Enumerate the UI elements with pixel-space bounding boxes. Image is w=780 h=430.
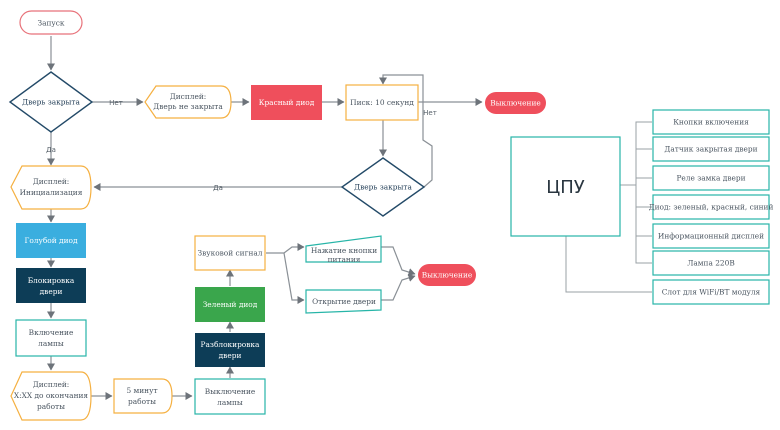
start-node: Запуск: [19, 10, 83, 35]
edge-door-to-shutdown: [381, 274, 416, 301]
edge-button-to-shutdown: [381, 246, 416, 276]
beep-label: Писк: 10 секунд: [350, 98, 414, 107]
press-button-node: Нажатие кнопки питания: [305, 235, 382, 264]
connectors: [47, 36, 483, 400]
door-unlock-line2: двери: [219, 351, 242, 360]
lamp-on-line2: лампы: [38, 339, 64, 348]
edge-label-no-2: Нет: [423, 109, 437, 117]
green-diode-node: Зеленый диод: [195, 287, 265, 322]
door-unlock-node: Разблокировка двери: [195, 333, 265, 367]
edge-sound-to-door: [283, 252, 305, 304]
edge-sound-to-button: [266, 243, 305, 254]
cpu-item-1-label: Датчик закрытая двери: [664, 145, 757, 154]
cpu-item-6: Слот для WiFi/BT модуля: [652, 279, 770, 305]
press-button-line1: Нажатие кнопки: [311, 246, 377, 255]
shutdown-2-node: Выключение: [418, 264, 476, 286]
door-opening-label: Открытие двери: [312, 297, 376, 306]
shutdown-1-node: Выключение: [485, 92, 546, 114]
edge-label-no-1: Нет: [109, 99, 123, 107]
cpu-edge-6: [565, 236, 652, 293]
five-min-line1: 5 минут: [126, 386, 157, 395]
sound-label: Звуковой сигнал: [197, 249, 262, 258]
door-opening-node: Открытие двери: [305, 289, 382, 314]
display-init-line1: Дисплей:: [33, 177, 69, 186]
display-init: Дисплей: Инициализация: [10, 165, 92, 210]
cpu-item-2-label: Реле замка двери: [676, 174, 745, 183]
display-door-open-line1: Дисплей:: [170, 92, 206, 101]
cpu-edge-0: [620, 121, 652, 186]
shutdown-1-label: Выключение: [490, 99, 541, 108]
red-diode-label: Красный диод: [259, 98, 315, 107]
press-button-line2: питания: [328, 255, 361, 264]
display-remaining-line1: Дисплей:: [33, 380, 69, 389]
cpu-item-5: Лампа 220В: [652, 250, 770, 276]
red-diode-node: Красный диод: [251, 85, 322, 120]
cpu-item-6-label: Слот для WiFi/BT модуля: [662, 288, 761, 297]
cpu-item-0: Кнопки включения: [652, 109, 770, 135]
decision-door-closed-2-label: Дверь закрыта: [354, 183, 412, 192]
five-min-node: 5 минут работы: [113, 378, 173, 414]
edge-door2-no-loop: [379, 74, 433, 188]
sound-node: Звуковой сигнал: [194, 235, 266, 271]
door-unlock-line1: Разблокировка: [201, 340, 261, 349]
cpu-item-2: Реле замка двери: [652, 165, 770, 191]
cpu-block: ЦПУ: [510, 136, 621, 237]
edge-label-yes-2: Да: [213, 184, 223, 192]
door-lock-node: Блокировка двери: [16, 268, 86, 303]
decision-door-closed-1: Дверь закрыта: [8, 71, 94, 133]
blue-diode-node: Голубой диод: [16, 223, 86, 258]
display-remaining: Дисплей: X:XX до окончания работы: [10, 371, 92, 421]
cpu-item-3: Диод: зеленый, красный, синий: [649, 194, 774, 220]
edge-label-yes-1: Да: [46, 146, 56, 154]
lamp-off-line1: Выключение: [205, 387, 256, 396]
cpu-edge-5: [635, 185, 652, 264]
display-remaining-line3: работы: [37, 402, 65, 411]
display-door-open: Дисплей: Дверь не закрыта: [144, 85, 232, 119]
five-min-line2: работы: [128, 397, 156, 406]
cpu-item-4: Информационный дисплей: [652, 223, 770, 249]
cpu-connectors: [565, 121, 652, 293]
lamp-on-node: Включение лампы: [15, 319, 87, 357]
lamp-off-node: Выключение лампы: [194, 378, 266, 415]
lamp-off-line2: лампы: [217, 398, 243, 407]
cpu-title: ЦПУ: [546, 177, 585, 198]
lamp-on-line1: Включение: [29, 328, 74, 337]
door-lock-line1: Блокировка: [28, 276, 75, 285]
cpu-item-0-label: Кнопки включения: [673, 118, 749, 127]
decision-door-closed-2: Дверь закрыта: [340, 157, 426, 217]
cpu-item-4-label: Информационный дисплей: [658, 232, 764, 241]
start-label: Запуск: [37, 19, 64, 28]
display-door-open-line2: Дверь не закрыта: [153, 102, 223, 111]
door-lock-line2: двери: [40, 287, 63, 296]
cpu-item-1: Датчик закрытая двери: [652, 136, 770, 162]
blue-diode-label: Голубой диод: [24, 236, 77, 245]
green-diode-label: Зеленый диод: [203, 300, 258, 309]
display-init-line2: Инициализация: [20, 188, 83, 197]
cpu-item-3-label: Диод: зеленый, красный, синий: [649, 203, 774, 212]
display-remaining-line2: X:XX до окончания: [14, 391, 89, 400]
decision-door-closed-1-label: Дверь закрыта: [22, 98, 80, 107]
shutdown-2-label: Выключение: [422, 271, 473, 280]
beep-node: Писк: 10 секунд: [345, 84, 419, 121]
cpu-item-5-label: Лампа 220В: [687, 259, 735, 268]
